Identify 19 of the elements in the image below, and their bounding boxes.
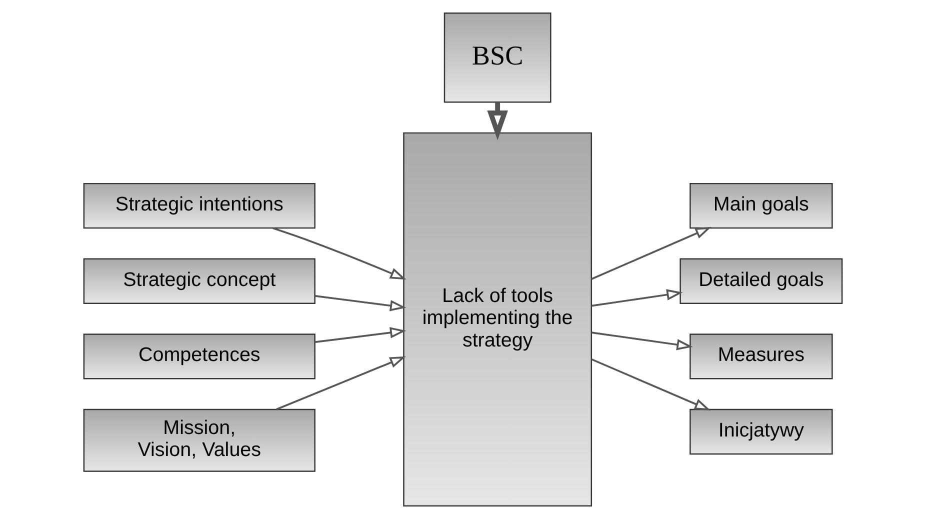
node-box: Detailed goals <box>680 258 843 304</box>
node-box: Main goals <box>690 182 833 229</box>
arrow <box>591 358 711 411</box>
node-box: Strategic concept <box>83 258 316 304</box>
node-box: Strategic intentions <box>83 182 316 229</box>
arrow <box>314 295 406 312</box>
arrow <box>591 226 712 280</box>
arrow <box>591 289 683 307</box>
node-box: Inicjatywy <box>690 408 833 455</box>
node-box: BSC <box>444 12 552 103</box>
node-box: Lack of tools implementing the strategy <box>403 132 592 506</box>
arrow <box>591 332 693 350</box>
arrow <box>314 327 406 344</box>
arrow <box>487 102 508 140</box>
node-box: Mission, Vision, Values <box>83 408 316 472</box>
node-box: Measures <box>690 334 833 380</box>
node-box: Competences <box>83 334 316 380</box>
arrow <box>276 356 406 410</box>
arrow <box>272 227 406 280</box>
